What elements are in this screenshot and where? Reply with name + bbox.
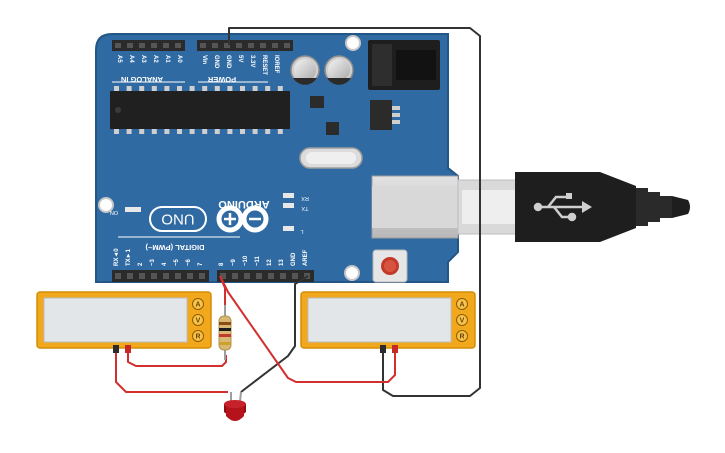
multimeter-2-terminal-v[interactable]: V: [456, 314, 468, 326]
pin-label: 3.3V: [249, 55, 255, 67]
svg-text:R: R: [195, 334, 200, 341]
svg-text:UNO: UNO: [161, 211, 194, 228]
usb-symbol-icon: [533, 193, 592, 222]
pin-label: A0: [176, 55, 182, 63]
pin-label: Vin: [201, 55, 207, 65]
multimeter-1[interactable]: A V R: [36, 291, 212, 353]
pin-label: AREF: [303, 249, 309, 266]
pin-label: RESET: [261, 55, 267, 75]
multimeter-1-screen: [43, 297, 188, 343]
smd-component: [326, 122, 339, 135]
wire-meter1-to-resistor[interactable]: [127, 351, 227, 367]
multimeter-2-terminal-a[interactable]: A: [456, 298, 468, 310]
red-led[interactable]: [224, 391, 246, 421]
mounting-hole: [344, 265, 360, 281]
pin-label: TX►1: [126, 248, 132, 266]
multimeter-1-terminal-r[interactable]: R: [192, 330, 204, 342]
pin-label: ~11: [255, 255, 261, 266]
wire-pin8-to-resistor[interactable]: [219, 275, 226, 312]
atmega-microcontroller: [110, 86, 290, 134]
mounting-hole: [98, 197, 114, 213]
pin-label: IOREF: [273, 55, 279, 74]
multimeter-1-terminal-a[interactable]: A: [192, 298, 204, 310]
on-led: [125, 207, 141, 212]
crystal-oscillator: [299, 147, 363, 169]
multimeter-2[interactable]: A V R: [300, 291, 476, 353]
analog-header[interactable]: [112, 40, 185, 51]
mounting-hole: [345, 35, 361, 51]
multimeter-1-probe-black[interactable]: [113, 345, 119, 353]
dc-power-jack: [368, 40, 440, 90]
svg-text:V: V: [460, 318, 465, 325]
svg-text:R: R: [459, 334, 464, 341]
multimeter-1-probe-red[interactable]: [125, 345, 131, 353]
capacitor: [324, 55, 354, 85]
multimeter-2-terminal-r[interactable]: R: [456, 330, 468, 342]
resistor[interactable]: [218, 305, 232, 360]
svg-text:A: A: [195, 302, 200, 309]
l-led-label: L: [300, 228, 303, 234]
pin-label: A1: [164, 55, 170, 63]
wire-gnd-to-meter2[interactable]: [228, 27, 481, 397]
l-led: [283, 226, 294, 231]
voltage-regulator: [370, 100, 400, 130]
pin-label: ~3: [150, 258, 156, 266]
on-led-label: ON: [110, 209, 118, 215]
wire-pin13-to-meter2[interactable]: [240, 275, 309, 393]
rx-led-label: RX: [301, 195, 309, 201]
multimeter-2-probe-black[interactable]: [380, 345, 386, 353]
usb-cable[interactable]: [457, 172, 690, 242]
pin-label: 12: [267, 259, 273, 266]
reset-button[interactable]: [372, 249, 408, 283]
multimeter-2-probe-red[interactable]: [392, 345, 398, 353]
pin-label: ~6: [186, 258, 192, 266]
pin-label: 8: [219, 262, 225, 266]
pin-label: A5: [116, 55, 122, 63]
pin-label: ~10: [243, 255, 249, 266]
tx-led-label: TX: [301, 205, 308, 211]
power-label: POWER: [207, 75, 236, 84]
wire-pin8-to-meter2[interactable]: [219, 275, 396, 383]
rx-led: [283, 193, 294, 198]
pin-label: A4: [128, 55, 134, 63]
pin-label: ~5: [174, 258, 180, 266]
multimeter-2-screen: [307, 297, 452, 343]
pin-label: GND: [291, 252, 297, 266]
pin-label: 4: [162, 262, 168, 266]
usb-port: [371, 175, 459, 239]
capacitor: [290, 55, 320, 85]
power-header[interactable]: [197, 40, 293, 51]
smd-component: [310, 96, 324, 108]
uno-badge: UNO: [149, 206, 207, 232]
pin-label: A3: [140, 55, 146, 63]
svg-text:V: V: [196, 318, 201, 325]
pin-label: 7: [198, 262, 204, 266]
pin-label: RX◄0: [114, 248, 120, 266]
digital-label: DIGITAL (PWM~): [145, 243, 205, 252]
analog-pin-labels: A5 A4 A3 A2 A1 A0: [116, 55, 182, 63]
infinity-symbol-icon: [216, 205, 269, 233]
pin-label: ~9: [231, 258, 237, 266]
pin-label: A2: [152, 55, 158, 63]
arduino-logo: ARDUINO: [216, 198, 270, 233]
digital-pin-labels: RX◄0 TX►1 2 ~3 4 ~5 ~6 7 8 ~9 ~10 ~11 12 13 GND AREF: [114, 248, 309, 266]
wire-meter1-to-led[interactable]: [115, 351, 228, 393]
pin-label: 5V: [237, 55, 243, 62]
tx-led: [283, 203, 294, 208]
svg-text:A: A: [459, 302, 464, 309]
pin-label: 13: [279, 259, 285, 266]
pin-label: GND: [213, 55, 219, 69]
power-pin-labels: Vin GND GND 5V 3.3V RESET IOREF: [201, 55, 279, 75]
analog-in-label: ANALOG IN: [121, 75, 163, 84]
pin-label: GND: [225, 55, 231, 69]
pin-label: 2: [138, 262, 144, 266]
digital-header-low[interactable]: [112, 270, 209, 282]
multimeter-1-terminal-v[interactable]: V: [192, 314, 204, 326]
